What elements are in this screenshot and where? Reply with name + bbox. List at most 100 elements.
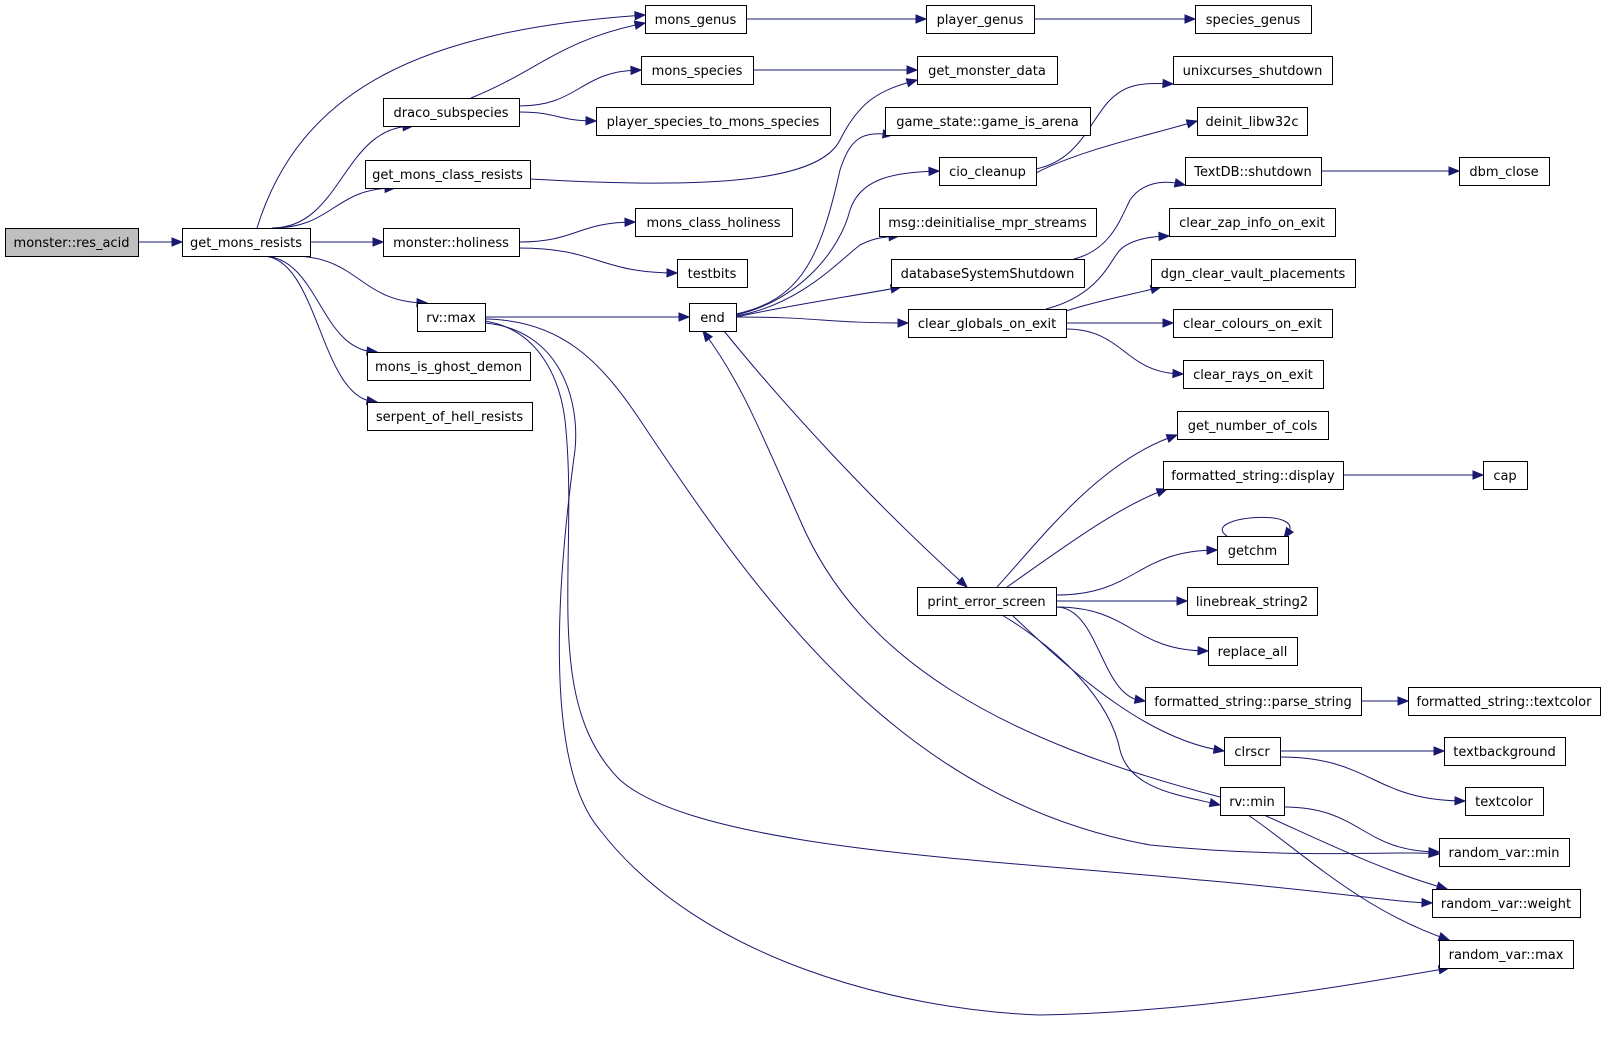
node-deinit-libw32c[interactable]: deinit_libw32c xyxy=(1197,107,1308,136)
node-end[interactable]: end xyxy=(689,303,737,332)
node-deinit-mpr[interactable]: msg::deinitialise_mpr_streams xyxy=(879,208,1097,237)
edge-line xyxy=(1065,286,1162,312)
edge-line xyxy=(261,255,378,403)
node-box xyxy=(1169,208,1336,237)
edge-line xyxy=(735,170,940,316)
node-label: draco_subspecies xyxy=(394,106,509,121)
edge-line xyxy=(261,255,378,353)
node-player-genus[interactable]: player_genus xyxy=(926,5,1035,34)
node-textbackground[interactable]: textbackground xyxy=(1444,737,1566,766)
node-fs-textcolor[interactable]: formatted_string::textcolor xyxy=(1408,687,1601,716)
edge-line xyxy=(470,22,646,99)
node-random-var-weight[interactable]: random_var::weight xyxy=(1432,889,1581,918)
node-replace-all[interactable]: replace_all xyxy=(1208,637,1298,666)
node-box xyxy=(367,352,531,381)
node-get-number-of-cols[interactable]: get_number_of_cols xyxy=(1177,411,1329,440)
edge-line xyxy=(1221,516,1291,539)
node-monster-holiness[interactable]: monster::holiness xyxy=(383,228,520,257)
node-clrscr[interactable]: clrscr xyxy=(1224,737,1281,766)
node-box xyxy=(1459,157,1550,186)
node-cap[interactable]: cap xyxy=(1483,461,1528,490)
arrowhead-icon xyxy=(1172,368,1185,379)
edge-line xyxy=(1045,235,1170,310)
node-dbm-close[interactable]: dbm_close xyxy=(1459,157,1550,186)
edge-rv_max-to-random_var_weight xyxy=(484,320,1434,908)
node-rv-min[interactable]: rv::min xyxy=(1220,787,1285,816)
edge-line xyxy=(1263,814,1448,890)
node-player-species-to-mons-species[interactable]: player_species_to_mons_species xyxy=(596,107,831,136)
edge-mons_species-to-get_monster_data xyxy=(753,65,919,75)
node-box xyxy=(1197,107,1308,136)
node-mons-species[interactable]: mons_species xyxy=(641,56,754,85)
node-fs-display[interactable]: formatted_string::display xyxy=(1163,461,1344,490)
node-random-var-min[interactable]: random_var::min xyxy=(1439,838,1570,867)
node-label: textbackground xyxy=(1453,745,1556,760)
node-game-is-arena[interactable]: game_state::game_is_arena xyxy=(885,107,1091,136)
node-label: cio_cleanup xyxy=(949,165,1026,180)
node-label: mons_species xyxy=(652,64,743,79)
node-mons-class-holiness[interactable]: mons_class_holiness xyxy=(635,208,793,237)
edge-line xyxy=(1283,806,1440,853)
node-clear-rays-on-exit[interactable]: clear_rays_on_exit xyxy=(1183,360,1324,389)
node-box xyxy=(1217,536,1289,565)
edge-fs_parse_string-to-fs_textcolor xyxy=(1361,696,1410,706)
node-label: get_mons_resists xyxy=(190,236,302,251)
node-species-genus[interactable]: species_genus xyxy=(1195,5,1312,34)
node-label: mons_class_holiness xyxy=(646,216,780,231)
node-box xyxy=(417,303,486,332)
node-mons-is-ghost-demon[interactable]: mons_is_ghost_demon xyxy=(367,352,531,381)
edge-get_mons_resists-to-rv_max xyxy=(291,255,429,308)
node-get-mons-class-resists[interactable]: get_mons_class_resists xyxy=(365,160,531,189)
node-box xyxy=(885,107,1091,136)
node-databaseSystemShutdown[interactable]: databaseSystemShutdown xyxy=(891,259,1085,288)
edge-line xyxy=(702,330,1221,798)
edge-draco_subspecies-to-mons_genus xyxy=(470,20,647,99)
arrowhead-icon xyxy=(666,268,679,278)
node-cio-cleanup[interactable]: cio_cleanup xyxy=(939,157,1037,186)
node-box xyxy=(645,5,747,34)
node-testbits[interactable]: testbits xyxy=(677,259,748,288)
edge-clrscr-to-textcolor xyxy=(1279,756,1467,806)
node-random-var-max[interactable]: random_var::max xyxy=(1439,940,1574,969)
node-getchm[interactable]: getchm xyxy=(1217,536,1289,565)
node-get-mons-resists[interactable]: get_mons_resists xyxy=(182,228,311,257)
node-box xyxy=(1151,259,1356,288)
node-unixcurses-shutdown[interactable]: unixcurses_shutdown xyxy=(1173,56,1333,85)
node-textdb-shutdown[interactable]: TextDB::shutdown xyxy=(1185,157,1322,186)
node-box xyxy=(635,208,793,237)
edge-line xyxy=(1035,120,1198,174)
node-fs-parse-string[interactable]: formatted_string::parse_string xyxy=(1145,687,1362,716)
node-label: cap xyxy=(1493,469,1516,484)
node-label: dbm_close xyxy=(1469,165,1538,180)
node-get-monster-data[interactable]: get_monster_data xyxy=(917,56,1058,85)
node-clear-zap-info-on-exit[interactable]: clear_zap_info_on_exit xyxy=(1169,208,1336,237)
arrowhead-icon xyxy=(634,11,647,21)
node-clear-colours-on-exit[interactable]: clear_colours_on_exit xyxy=(1173,309,1333,338)
edge-fs_display-to-cap xyxy=(1342,470,1485,480)
edge-rv_min-to-random_var_max xyxy=(1247,814,1451,941)
node-rv-max[interactable]: rv::max xyxy=(417,303,486,332)
edge-line xyxy=(518,247,678,274)
arrowhead-icon xyxy=(905,78,919,88)
node-label: clear_rays_on_exit xyxy=(1193,368,1313,383)
node-clear-globals-on-exit[interactable]: clear_globals_on_exit xyxy=(908,309,1067,338)
edge-line xyxy=(518,221,636,243)
edge-player_genus-to-species_genus xyxy=(1034,14,1197,24)
node-mons-genus[interactable]: mons_genus xyxy=(645,5,747,34)
edge-end-to-databaseSystemShutdown xyxy=(735,284,903,318)
node-box xyxy=(1483,461,1528,490)
node-textcolor[interactable]: textcolor xyxy=(1465,787,1544,816)
arrowhead-icon xyxy=(1283,526,1294,540)
node-dgn-clear-vault-placements[interactable]: dgn_clear_vault_placements xyxy=(1151,259,1356,288)
node-serpent-of-hell-resists[interactable]: serpent_of_hell_resists xyxy=(367,402,533,431)
edge-line xyxy=(484,318,1440,855)
node-print-error-screen[interactable]: print_error_screen xyxy=(917,587,1057,616)
edge-databaseSystemShutdown-to-textdb_shutdown xyxy=(1073,178,1187,260)
node-res-acid[interactable]: monster::res_acid xyxy=(5,228,139,257)
node-draco-subspecies[interactable]: draco_subspecies xyxy=(383,98,520,127)
edge-line xyxy=(1279,756,1466,802)
node-box xyxy=(1195,5,1312,34)
node-label: getchm xyxy=(1228,544,1277,559)
node-linebreak-string2[interactable]: linebreak_string2 xyxy=(1187,587,1318,616)
node-label: species_genus xyxy=(1206,13,1301,28)
